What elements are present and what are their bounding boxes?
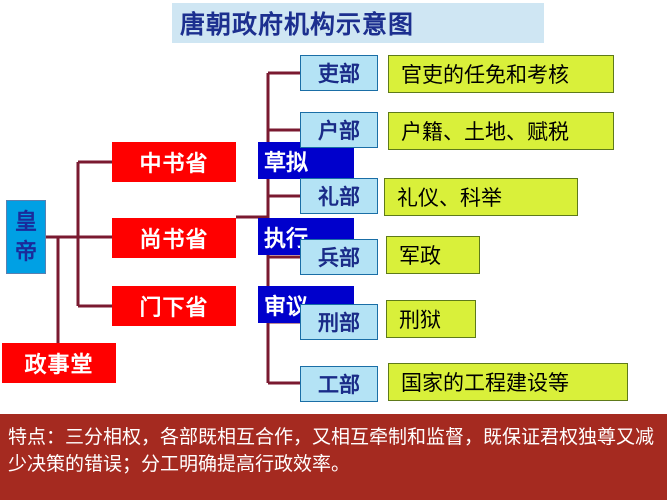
- diagram-title: 唐朝政府机构示意图: [172, 3, 544, 43]
- ministry-bingbu: 兵部: [300, 239, 378, 275]
- ministry-libu-personnel: 吏部: [300, 55, 378, 91]
- emperor-box: 皇 帝: [6, 200, 46, 274]
- department-zhongshu: 中书省: [112, 142, 236, 182]
- duty-gongbu: 国家的工程建设等: [388, 363, 628, 401]
- ministry-gongbu: 工部: [300, 366, 378, 402]
- duty-bingbu: 军政: [386, 236, 480, 274]
- emperor-label-1: 皇: [14, 209, 37, 235]
- emperor-label-2: 帝: [14, 239, 37, 265]
- department-menxia: 门下省: [112, 286, 236, 326]
- department-shangshu: 尚书省: [112, 218, 236, 258]
- ministry-hubu: 户部: [300, 112, 378, 148]
- duty-hubu: 户籍、土地、赋税: [388, 112, 614, 150]
- ministry-xingbu: 刑部: [300, 304, 378, 340]
- zhengshitang-box: 政事堂: [2, 343, 116, 383]
- duty-xingbu: 刑狱: [386, 300, 476, 338]
- ministry-libu-rites: 礼部: [300, 178, 378, 214]
- duty-libu-personnel: 官吏的任免和考核: [388, 55, 614, 93]
- function-draft: 草拟: [258, 142, 354, 179]
- duty-libu-rites: 礼仪、科举: [384, 178, 578, 216]
- footer-summary: 特点：三分相权，各部既相互合作，又相互牵制和监督，既保证君权独尊又减少决策的错误…: [0, 414, 667, 500]
- footer-text: 特点：三分相权，各部既相互合作，又相互牵制和监督，既保证君权独尊又减少决策的错误…: [8, 426, 655, 475]
